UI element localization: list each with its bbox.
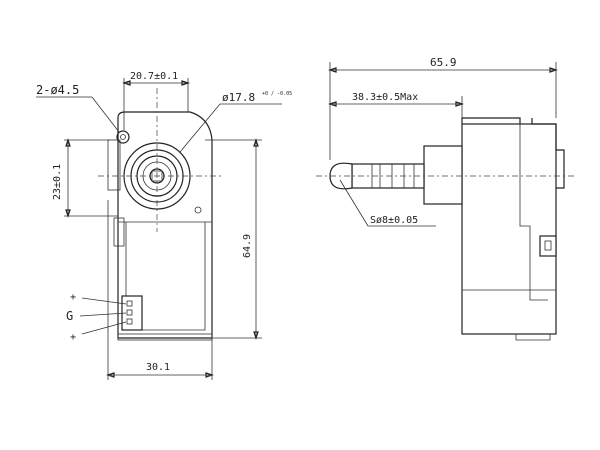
mounting-hole-inner [120,134,126,140]
dim-side-arrows [65,138,71,218]
side-bottom-tab [515,334,551,341]
left-flange [107,139,121,191]
hole-callout-text: 2-ø4.5 [36,83,79,97]
connector-pin-3 [126,318,133,325]
dim-bottom-arrows [106,372,214,378]
dim-length-arrows [328,67,558,73]
dim-top-arrows [122,80,190,86]
dim-overall-length: 65.9 [430,56,457,69]
front-body-outline [117,111,213,339]
dim-overall-height: 64.9 [242,234,253,258]
boss-callout-leader [179,103,221,153]
connector-pin-2 [126,309,133,316]
dim-bottom-width: 30.1 [146,362,170,373]
side-housing [461,123,557,335]
dim-shaft-diameter: Sø8±0.05 [370,215,418,226]
pin-label-ground: G [66,309,73,323]
pin-label-top: + [70,292,76,303]
dim-height-arrows [253,138,259,340]
hole-callout-leader [91,96,120,133]
front-base [117,333,213,341]
bottom-left-tab [113,217,125,247]
side-collar [423,145,463,205]
shaft-callout-leader [339,179,369,227]
side-inner-step [519,200,548,301]
front-body-inner [125,222,206,331]
side-connector [539,235,557,257]
side-right-detail [531,118,565,189]
boss-tolerance: +0 / -0.05 [262,91,292,97]
pin-leader-1 [81,297,127,305]
mounting-hole-right [194,206,202,214]
side-top-step [461,117,521,124]
dim-top-width: 20.7±0.1 [130,71,178,82]
connector-pin-1 [126,300,133,307]
side-connector-slot [544,240,552,251]
pin-label-bottom: + [70,332,76,343]
pin-leader-3 [81,321,127,335]
dim-side-height: 23±0.1 [52,164,63,200]
mounting-hole-top [116,130,130,144]
boss-diameter: ø17.8 [222,91,255,104]
pin-leader-2 [79,312,127,317]
dim-shaft-length: 38.3±0.5Max [352,92,418,103]
front-view: + G + 20.7±0.1 2-ø4.5 ø17.8 +0 / -0.05 2… [36,71,292,380]
dim-shaft-arrows [328,101,464,107]
side-view: 65.9 38.3±0.5Max Sø8±0.05 [316,56,574,341]
